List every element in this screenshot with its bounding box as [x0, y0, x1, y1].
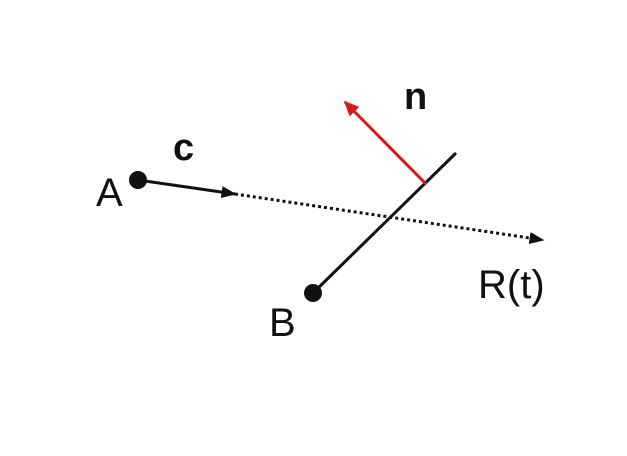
- direction-vector-c: [137, 178, 237, 199]
- label-point-a: A: [96, 171, 123, 215]
- label-point-b: B: [269, 301, 296, 345]
- normal-vector-n: [343, 100, 428, 186]
- label-normal-n: n: [404, 76, 428, 118]
- point-b-dot: [304, 284, 322, 302]
- point-a-dot: [129, 171, 147, 189]
- label-ray: R(t): [478, 263, 545, 307]
- ray-line: [234, 192, 545, 244]
- plane-segment: [311, 151, 458, 295]
- label-vector-c: c: [173, 127, 195, 169]
